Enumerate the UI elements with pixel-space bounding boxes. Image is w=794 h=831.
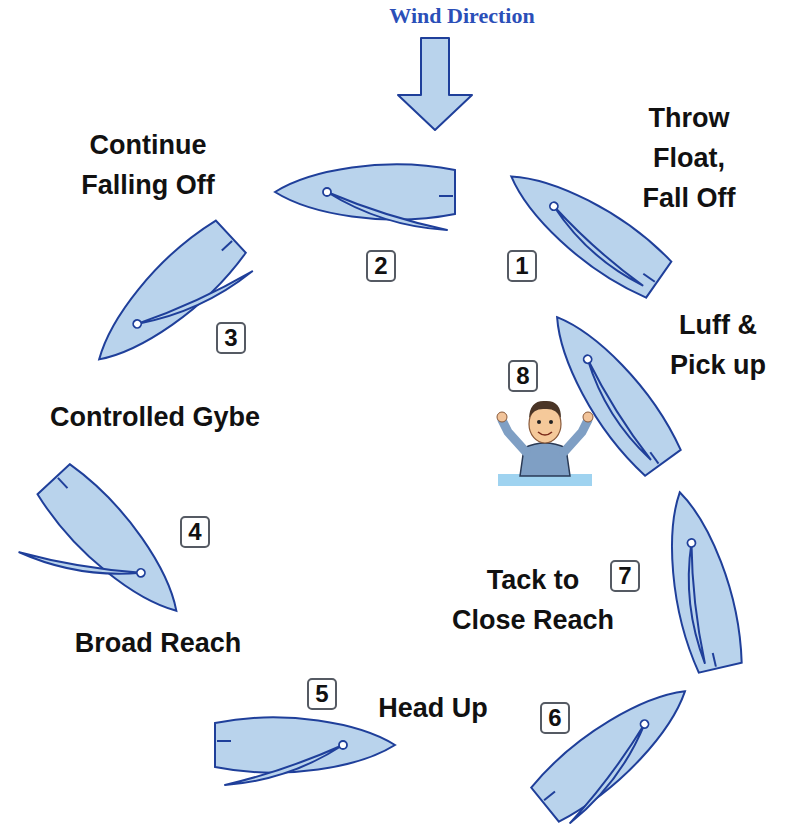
- mast: [639, 718, 650, 729]
- callout-number: 3: [224, 325, 237, 351]
- mast: [132, 318, 143, 329]
- eye: [537, 420, 541, 424]
- step-label: Throw Float, Fall Off: [632, 98, 747, 218]
- sail: [19, 501, 141, 624]
- callout-box: 8: [508, 360, 538, 392]
- callout-box: 3: [216, 322, 246, 354]
- sailboat: [528, 670, 704, 828]
- hull: [528, 670, 703, 826]
- callout-number: 6: [548, 705, 561, 731]
- callout-number: 8: [516, 363, 529, 389]
- callout-box: 1: [507, 250, 537, 282]
- hand: [583, 412, 593, 422]
- eye: [549, 420, 553, 424]
- step-label: Continue Falling Off: [66, 125, 231, 205]
- mast: [582, 354, 593, 365]
- mast: [323, 188, 331, 196]
- sail: [137, 242, 252, 353]
- mouth: [538, 432, 552, 435]
- step-label: Tack to Close Reach: [449, 560, 617, 640]
- step-label: Head Up: [378, 688, 488, 728]
- sailboat: [653, 486, 747, 674]
- callout-number: 1: [515, 253, 528, 279]
- tiller: [643, 274, 654, 282]
- callout-box: 4: [180, 516, 210, 548]
- step-label: Luff & Pick up: [662, 305, 774, 385]
- callout-box: 2: [366, 250, 396, 282]
- sailboat: [275, 164, 455, 230]
- sail: [551, 724, 663, 823]
- wind-label: Wind Direction: [389, 2, 534, 30]
- hull: [80, 216, 249, 379]
- callout-box: 5: [307, 678, 337, 710]
- callout-box: 7: [610, 560, 640, 592]
- hull: [33, 460, 196, 629]
- tiller: [58, 478, 68, 488]
- step-label: Controlled Gybe: [50, 397, 260, 437]
- hair: [529, 401, 561, 418]
- callout-box: 6: [540, 702, 570, 734]
- left-arm: [502, 420, 526, 452]
- sail: [578, 359, 657, 462]
- sail: [327, 192, 447, 230]
- tiller: [544, 791, 555, 800]
- hand: [497, 412, 507, 422]
- sail: [225, 745, 343, 785]
- boat-group: [0, 154, 747, 828]
- mast: [548, 201, 559, 212]
- sailboat: [215, 717, 395, 785]
- mast: [687, 538, 697, 548]
- mast: [339, 741, 347, 749]
- mast: [135, 567, 146, 578]
- wind-arrow: [398, 38, 472, 130]
- callout-number: 2: [374, 253, 387, 279]
- step-label: Broad Reach: [75, 623, 242, 663]
- tiller: [217, 740, 231, 742]
- sail: [675, 543, 718, 664]
- right-arm: [564, 420, 588, 452]
- tiller: [713, 653, 716, 667]
- sail: [544, 206, 650, 287]
- sailboat: [495, 154, 674, 302]
- tiller: [439, 195, 453, 197]
- hull: [653, 486, 747, 674]
- callout-number: 4: [188, 519, 201, 545]
- sailboat: [80, 216, 258, 388]
- callout-number: 7: [618, 563, 631, 589]
- tiller: [650, 452, 658, 463]
- callout-number: 5: [315, 681, 328, 707]
- person-overboard: [497, 401, 593, 486]
- hull: [495, 154, 674, 302]
- tiller: [222, 241, 232, 251]
